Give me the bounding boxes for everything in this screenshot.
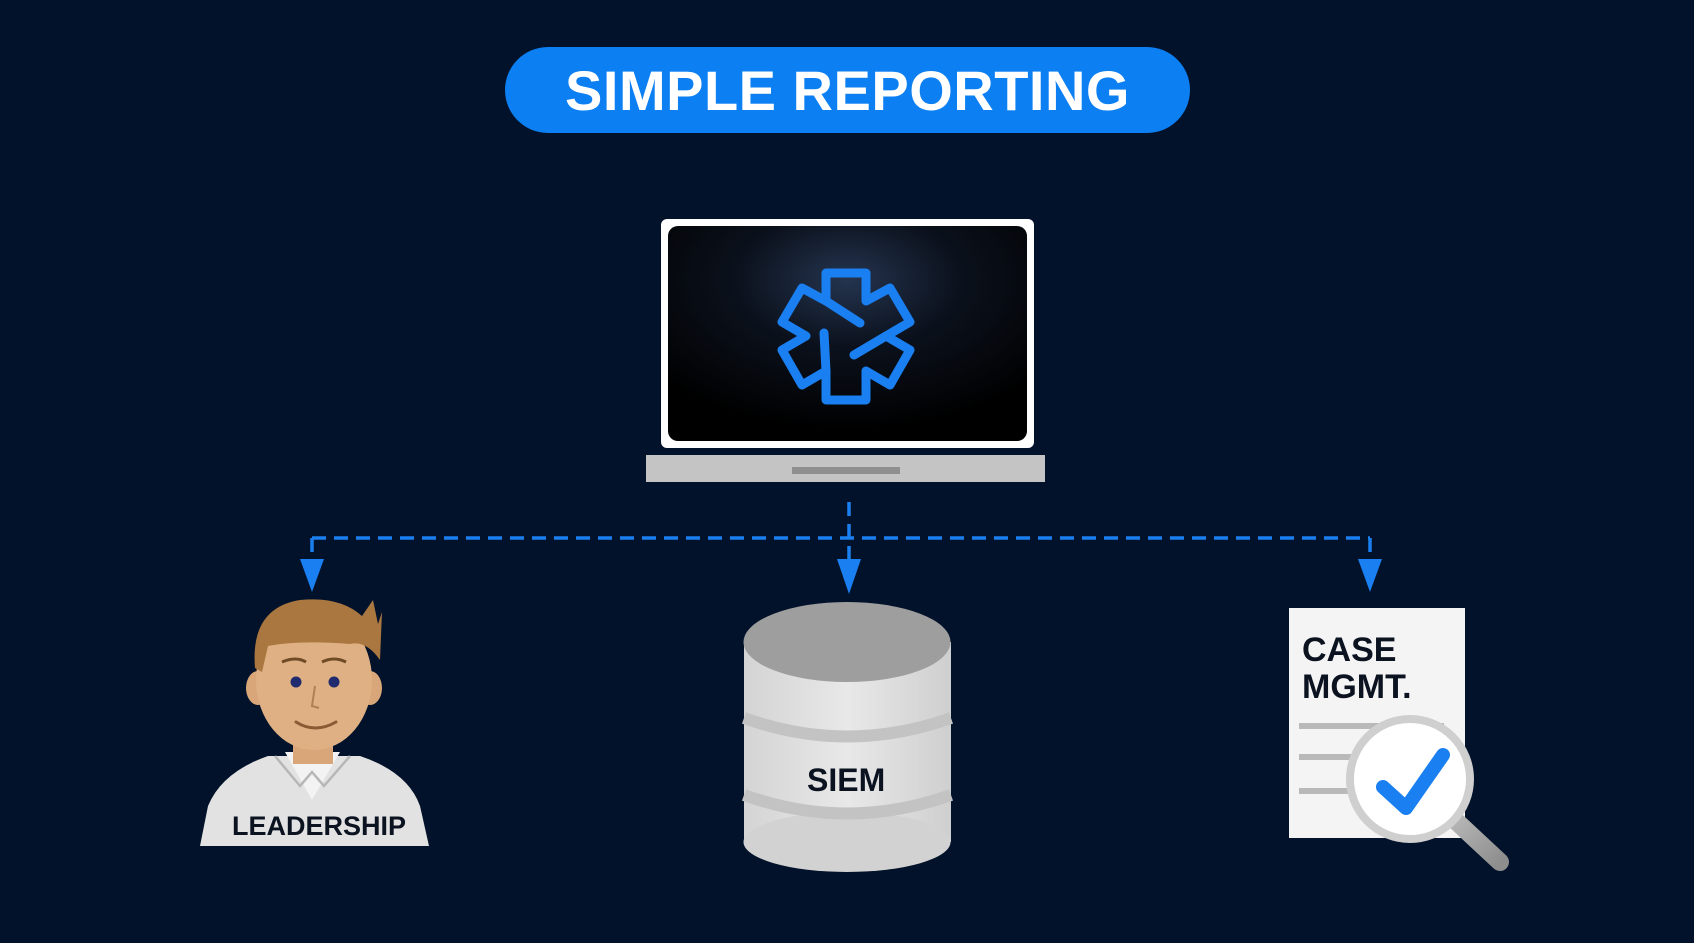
- leadership-person-icon: [200, 599, 429, 846]
- title-text: SIMPLE REPORTING: [565, 58, 1130, 122]
- arrow-down-icon: [1358, 559, 1382, 592]
- leadership-label: LEADERSHIP: [232, 811, 407, 841]
- case-label-line2: MGMT.: [1302, 668, 1412, 706]
- laptop: [646, 219, 1045, 482]
- connector-arrowheads: [300, 559, 1382, 594]
- case-label-line1: CASE: [1302, 631, 1397, 669]
- arrow-down-icon: [300, 559, 324, 592]
- product-logo-icon: [777, 268, 915, 405]
- magnifier-check-icon: [1346, 715, 1509, 871]
- siem-label: SIEM: [807, 762, 886, 798]
- database-icon: [741, 602, 954, 872]
- arrow-down-icon: [837, 559, 861, 594]
- title-banner: SIMPLE REPORTING: [505, 47, 1190, 133]
- connector-lines: [310, 502, 1372, 566]
- laptop-screen: [668, 226, 1027, 441]
- laptop-trackpad-slot: [792, 467, 900, 474]
